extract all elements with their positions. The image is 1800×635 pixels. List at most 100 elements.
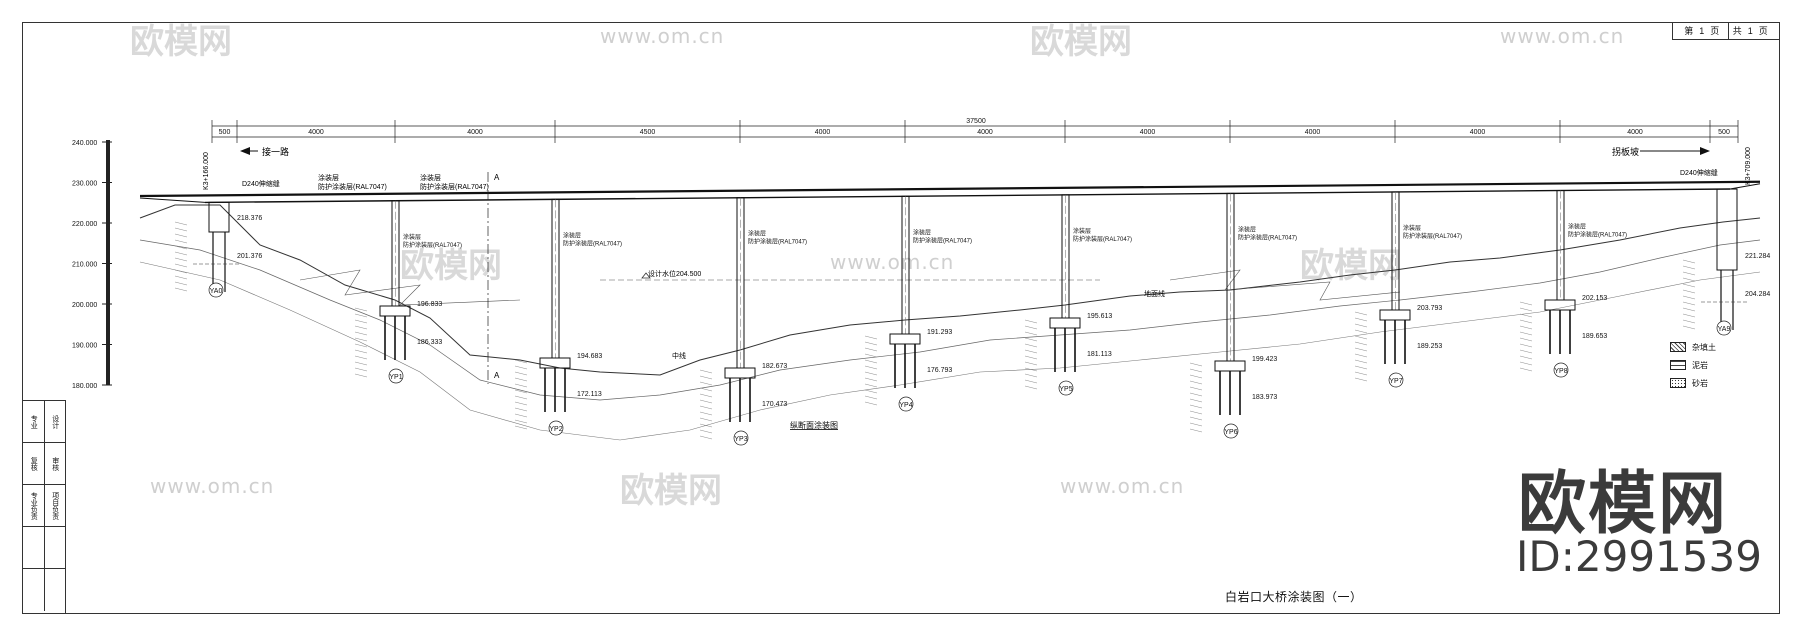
hatch-mark bbox=[514, 425, 528, 430]
hatch-mark bbox=[354, 325, 368, 330]
zigzag-line bbox=[1169, 269, 1401, 301]
pier-id-marker bbox=[1716, 320, 1732, 336]
pier-group: 218.376201.376YA0涂装层防护涂装层(RAL7047)196.83… bbox=[193, 188, 1770, 446]
section-a-label: A bbox=[494, 371, 500, 380]
pier-top-elevation: 194.683 bbox=[577, 353, 602, 360]
hatch-mark bbox=[1682, 265, 1696, 270]
section-title-label: 纵断面涂装图 bbox=[790, 420, 838, 430]
span-dim-label: 4000 bbox=[977, 129, 993, 136]
watermark-site: www.om.cn bbox=[830, 250, 955, 274]
hatch-mark bbox=[1024, 337, 1038, 342]
hatch-mark bbox=[514, 377, 528, 382]
pier-cap bbox=[889, 333, 921, 345]
hatch-mark bbox=[699, 387, 713, 392]
watermark-site: www.om.cn bbox=[600, 24, 725, 48]
hatch-mark bbox=[1519, 331, 1533, 336]
hatch-mark bbox=[1354, 341, 1368, 346]
pier-coat-label: 涂装层 bbox=[403, 233, 421, 241]
drawing-frame bbox=[22, 22, 1780, 614]
approval-stamp-table: 专业设计 复核审核 专业负责项目负责 bbox=[22, 400, 66, 614]
hatch-mark bbox=[864, 401, 878, 406]
hatch-mark bbox=[1024, 319, 1038, 324]
zigzag-line bbox=[299, 269, 521, 306]
hatch-mark bbox=[514, 407, 528, 412]
hatch-mark bbox=[699, 429, 713, 434]
deck-top bbox=[139, 180, 1761, 198]
hatch-mark bbox=[864, 347, 878, 352]
scale-label: 180.000 bbox=[72, 383, 97, 390]
hatch-mark bbox=[1519, 319, 1533, 324]
stratum-line bbox=[139, 261, 1761, 441]
hatch-mark bbox=[174, 287, 188, 292]
pier-coat-color-label: 防护涂装层(RAL7047) bbox=[913, 236, 972, 244]
span-dim-label: 4000 bbox=[1470, 129, 1486, 136]
hatch-mark bbox=[864, 335, 878, 340]
hatch-mark bbox=[1024, 379, 1038, 384]
pier-id-label: YA0 bbox=[210, 288, 223, 295]
pier-cap bbox=[724, 367, 756, 379]
hatch-mark bbox=[514, 401, 528, 406]
scale-label: 190.000 bbox=[72, 343, 97, 350]
watermark-logo: 欧模网 bbox=[400, 246, 502, 286]
hatch-mark bbox=[1682, 319, 1696, 324]
pier-id-label: YP4 bbox=[899, 402, 912, 409]
mudstone-icon bbox=[1670, 360, 1686, 370]
pier-id-label: YP5 bbox=[1059, 386, 1072, 393]
pier-coat-label: 涂装层 bbox=[913, 228, 931, 236]
brand-id: ID:2991539 bbox=[1516, 532, 1762, 581]
pier-top-elevation: 202.153 bbox=[1582, 295, 1607, 302]
brand-logo: 欧模网 bbox=[1518, 465, 1729, 544]
abutment-body bbox=[1716, 188, 1738, 271]
pier-coat-color-label: 防护涂装层(RAL7047) bbox=[563, 239, 622, 247]
left-direction-label: 接一路 bbox=[262, 146, 289, 157]
pier-id-marker bbox=[1223, 423, 1239, 439]
hatch-mark bbox=[1189, 368, 1203, 373]
pier-coat-color-label: 防护涂装层(RAL7047) bbox=[1238, 233, 1297, 241]
pier-coat-color-label: 防护涂装层(RAL7047) bbox=[748, 238, 807, 246]
pier-top-elevation: 191.293 bbox=[927, 329, 952, 336]
pier-cap bbox=[1214, 360, 1246, 372]
hatch-mark bbox=[174, 275, 188, 280]
hatch-mark bbox=[1354, 347, 1368, 352]
pier-coat-label: 涂装层 bbox=[1238, 225, 1256, 233]
pier-id-marker bbox=[1058, 380, 1074, 396]
hatch-mark bbox=[1519, 349, 1533, 354]
coat-label: 涂装层 bbox=[420, 173, 441, 182]
hatch-mark bbox=[1682, 295, 1696, 300]
pier-coat-label: 涂装层 bbox=[1568, 222, 1586, 230]
fill-soil-icon bbox=[1670, 342, 1686, 352]
hatch-mark bbox=[1682, 301, 1696, 306]
legend-item: 泥岩 bbox=[1670, 356, 1716, 374]
span-dim-label: 500 bbox=[1718, 129, 1730, 136]
hatch-mark bbox=[1519, 325, 1533, 330]
pier-id-marker bbox=[733, 430, 749, 446]
ground-line-label: 地面线 bbox=[1144, 289, 1165, 298]
hatch-mark bbox=[1354, 329, 1368, 334]
hatch-mark bbox=[1519, 367, 1533, 372]
hatch-mark bbox=[354, 361, 368, 366]
hatch-mark bbox=[1024, 361, 1038, 366]
hatch-mark bbox=[174, 239, 188, 244]
hatch-mark bbox=[514, 359, 528, 364]
pier-top-elevation: 203.793 bbox=[1417, 305, 1442, 312]
hatch-mark bbox=[1189, 422, 1203, 427]
pier-coat-color-label: 防护涂装层(RAL7047) bbox=[403, 241, 462, 249]
section-a-label: A bbox=[494, 173, 500, 182]
hatch-mark bbox=[1024, 325, 1038, 330]
pier-bottom-elevation: 204.284 bbox=[1745, 291, 1770, 298]
pier-bottom-elevation: 176.793 bbox=[927, 367, 952, 374]
hatch-mark bbox=[354, 367, 368, 372]
span-dim-label: 4000 bbox=[308, 129, 324, 136]
pier-id-marker bbox=[1553, 362, 1569, 378]
legend-item: 杂填土 bbox=[1670, 338, 1716, 356]
scale-bar bbox=[106, 140, 110, 385]
pier-bottom-elevation: 189.253 bbox=[1417, 343, 1442, 350]
hatch-mark bbox=[1189, 392, 1203, 397]
elevation-scale: 240.000230.000220.000210.000200.000190.0… bbox=[72, 140, 112, 390]
hatch-mark bbox=[174, 221, 188, 226]
right-direction-label: 拐板坡 bbox=[1612, 146, 1639, 157]
hatch-mark bbox=[699, 423, 713, 428]
hatch-mark bbox=[1189, 410, 1203, 415]
hatch-mark bbox=[174, 263, 188, 268]
